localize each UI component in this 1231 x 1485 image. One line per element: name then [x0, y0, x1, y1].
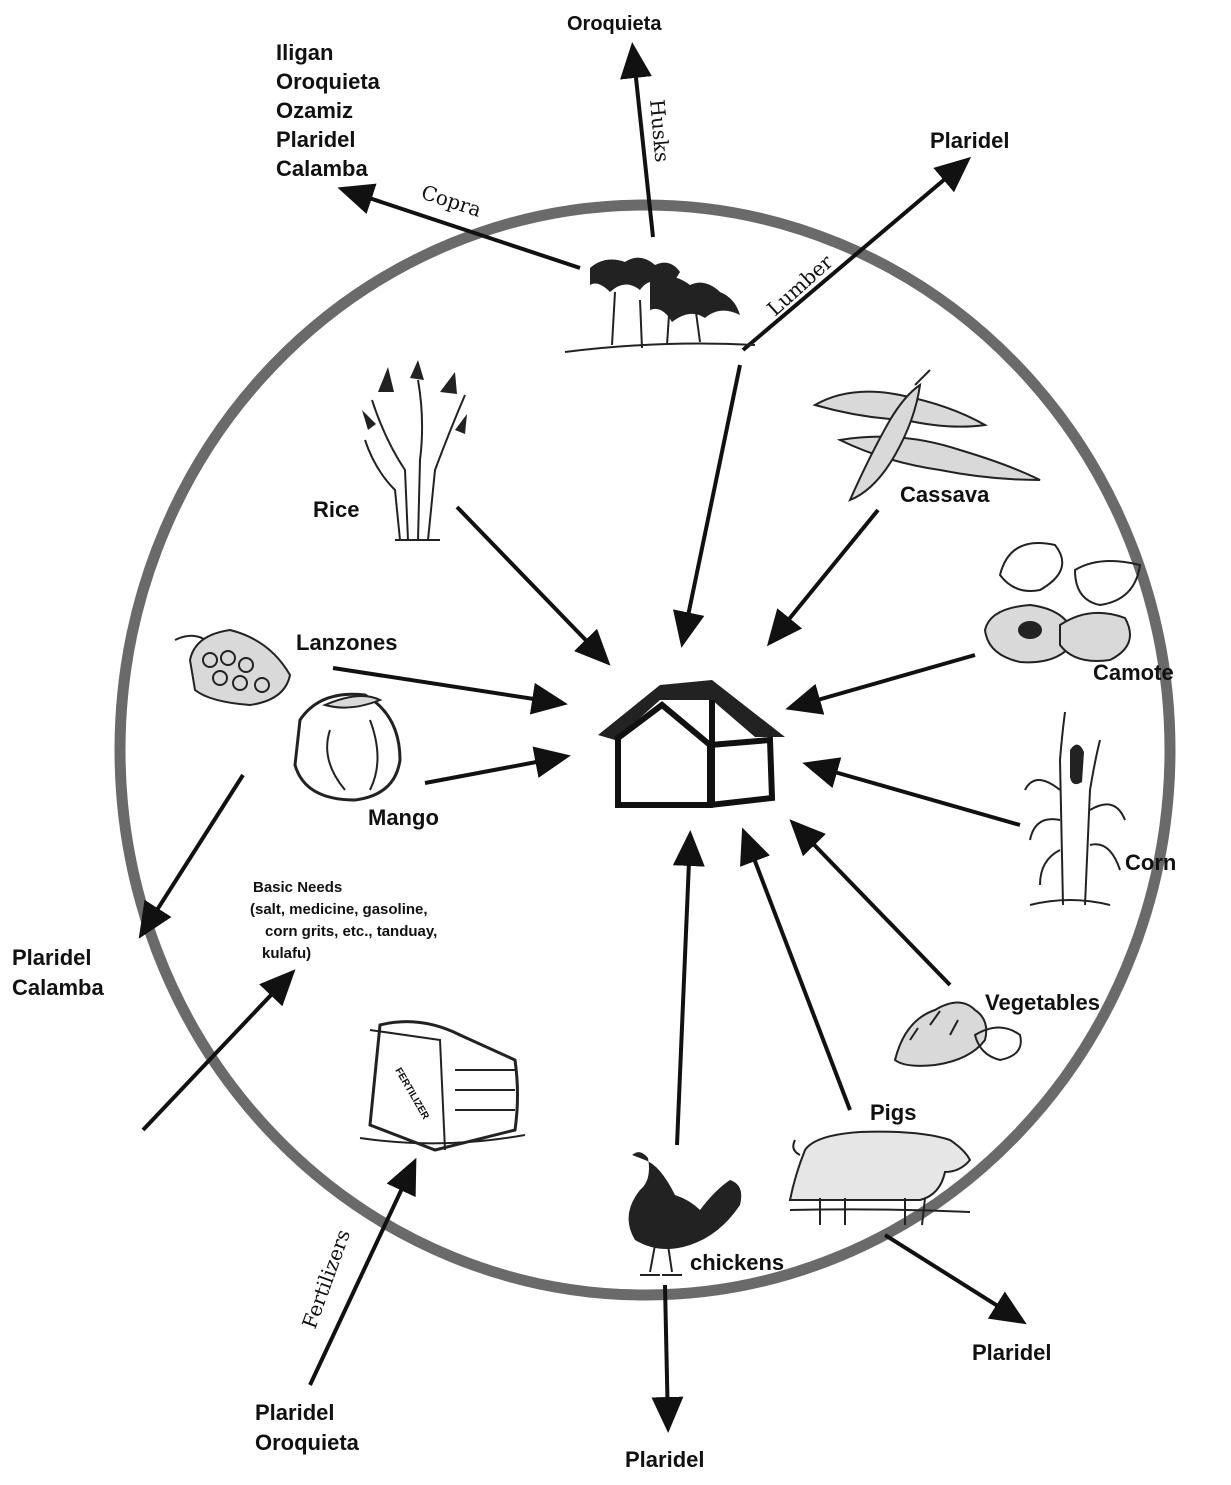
basic-needs-line: (salt, medicine, gasoline, — [250, 901, 428, 918]
corn-plant-icon — [1025, 712, 1125, 905]
cassava-icon — [815, 370, 1040, 500]
fertilizer-source: Oroquieta — [255, 1430, 360, 1455]
chickens-arrow — [677, 838, 690, 1145]
corn-label: Corn — [1125, 850, 1176, 875]
rice-arrow — [457, 507, 605, 660]
husks-label: Husks — [645, 98, 674, 163]
copra-destinations: Iligan Oroquieta Ozamiz Plaridel Calamba — [276, 40, 381, 181]
lumber-out-arrow — [743, 162, 965, 350]
basic-needs-note: Basic Needs (salt, medicine, gasoline, c… — [250, 879, 437, 962]
pigs-label: Pigs — [870, 1100, 916, 1125]
mango-destination: Calamba — [12, 975, 104, 1000]
camote-arrow — [793, 655, 975, 707]
basic-needs-arrow — [143, 975, 290, 1130]
basic-needs-line: kulafu) — [262, 945, 311, 962]
lumber-arrow — [683, 365, 740, 640]
pigs-out-arrow — [885, 1235, 1020, 1320]
fertilizer-source: Plaridel — [255, 1400, 334, 1425]
rice-plant-icon — [362, 360, 467, 540]
basic-needs-title: Basic Needs — [253, 879, 342, 896]
cassava-label: Cassava — [900, 482, 990, 507]
copra-destination: Oroquieta — [276, 69, 381, 94]
corn-arrow — [810, 765, 1020, 825]
basic-needs-line: corn grits, etc., tanduay, — [265, 923, 437, 940]
vegetables-label: Vegetables — [985, 990, 1100, 1015]
cassava-arrow — [772, 510, 878, 640]
pig-icon — [790, 1132, 970, 1225]
mango-destination: Plaridel — [12, 945, 91, 970]
rice-label: Rice — [313, 497, 359, 522]
pigs-arrow — [745, 835, 850, 1110]
lanzones-icon — [175, 630, 290, 705]
fertilizer-sacks-icon: FERTILIZER — [360, 1022, 525, 1150]
chickens-label: chickens — [690, 1250, 784, 1275]
mango-arrow — [425, 757, 563, 783]
copra-destination: Iligan — [276, 40, 333, 65]
copra-destination: Plaridel — [276, 127, 355, 152]
camote-icon — [985, 543, 1140, 662]
pigs-destination: Plaridel — [972, 1340, 1051, 1365]
palm-trees-icon — [565, 258, 755, 352]
copra-destination: Ozamiz — [276, 98, 353, 123]
lumber-label: Lumber — [762, 250, 837, 321]
mango-out-arrow — [143, 775, 243, 932]
copra-label: Copra — [418, 180, 484, 222]
camote-label: Camote — [1093, 660, 1174, 685]
chickens-destination: Plaridel — [625, 1447, 704, 1472]
lanzones-label: Lanzones — [296, 630, 397, 655]
fertilizers-label: Fertilizers — [297, 1226, 355, 1332]
mango-label: Mango — [368, 805, 439, 830]
chickens-out-arrow — [665, 1285, 668, 1425]
vegetables-arrow — [795, 825, 950, 985]
husks-destination: Oroquieta — [567, 13, 662, 35]
community-boundary-circle — [120, 205, 1170, 1295]
house-icon — [598, 680, 785, 805]
lumber-destination: Plaridel — [930, 128, 1009, 153]
mango-icon — [295, 694, 400, 800]
copra-destination: Calamba — [276, 156, 368, 181]
